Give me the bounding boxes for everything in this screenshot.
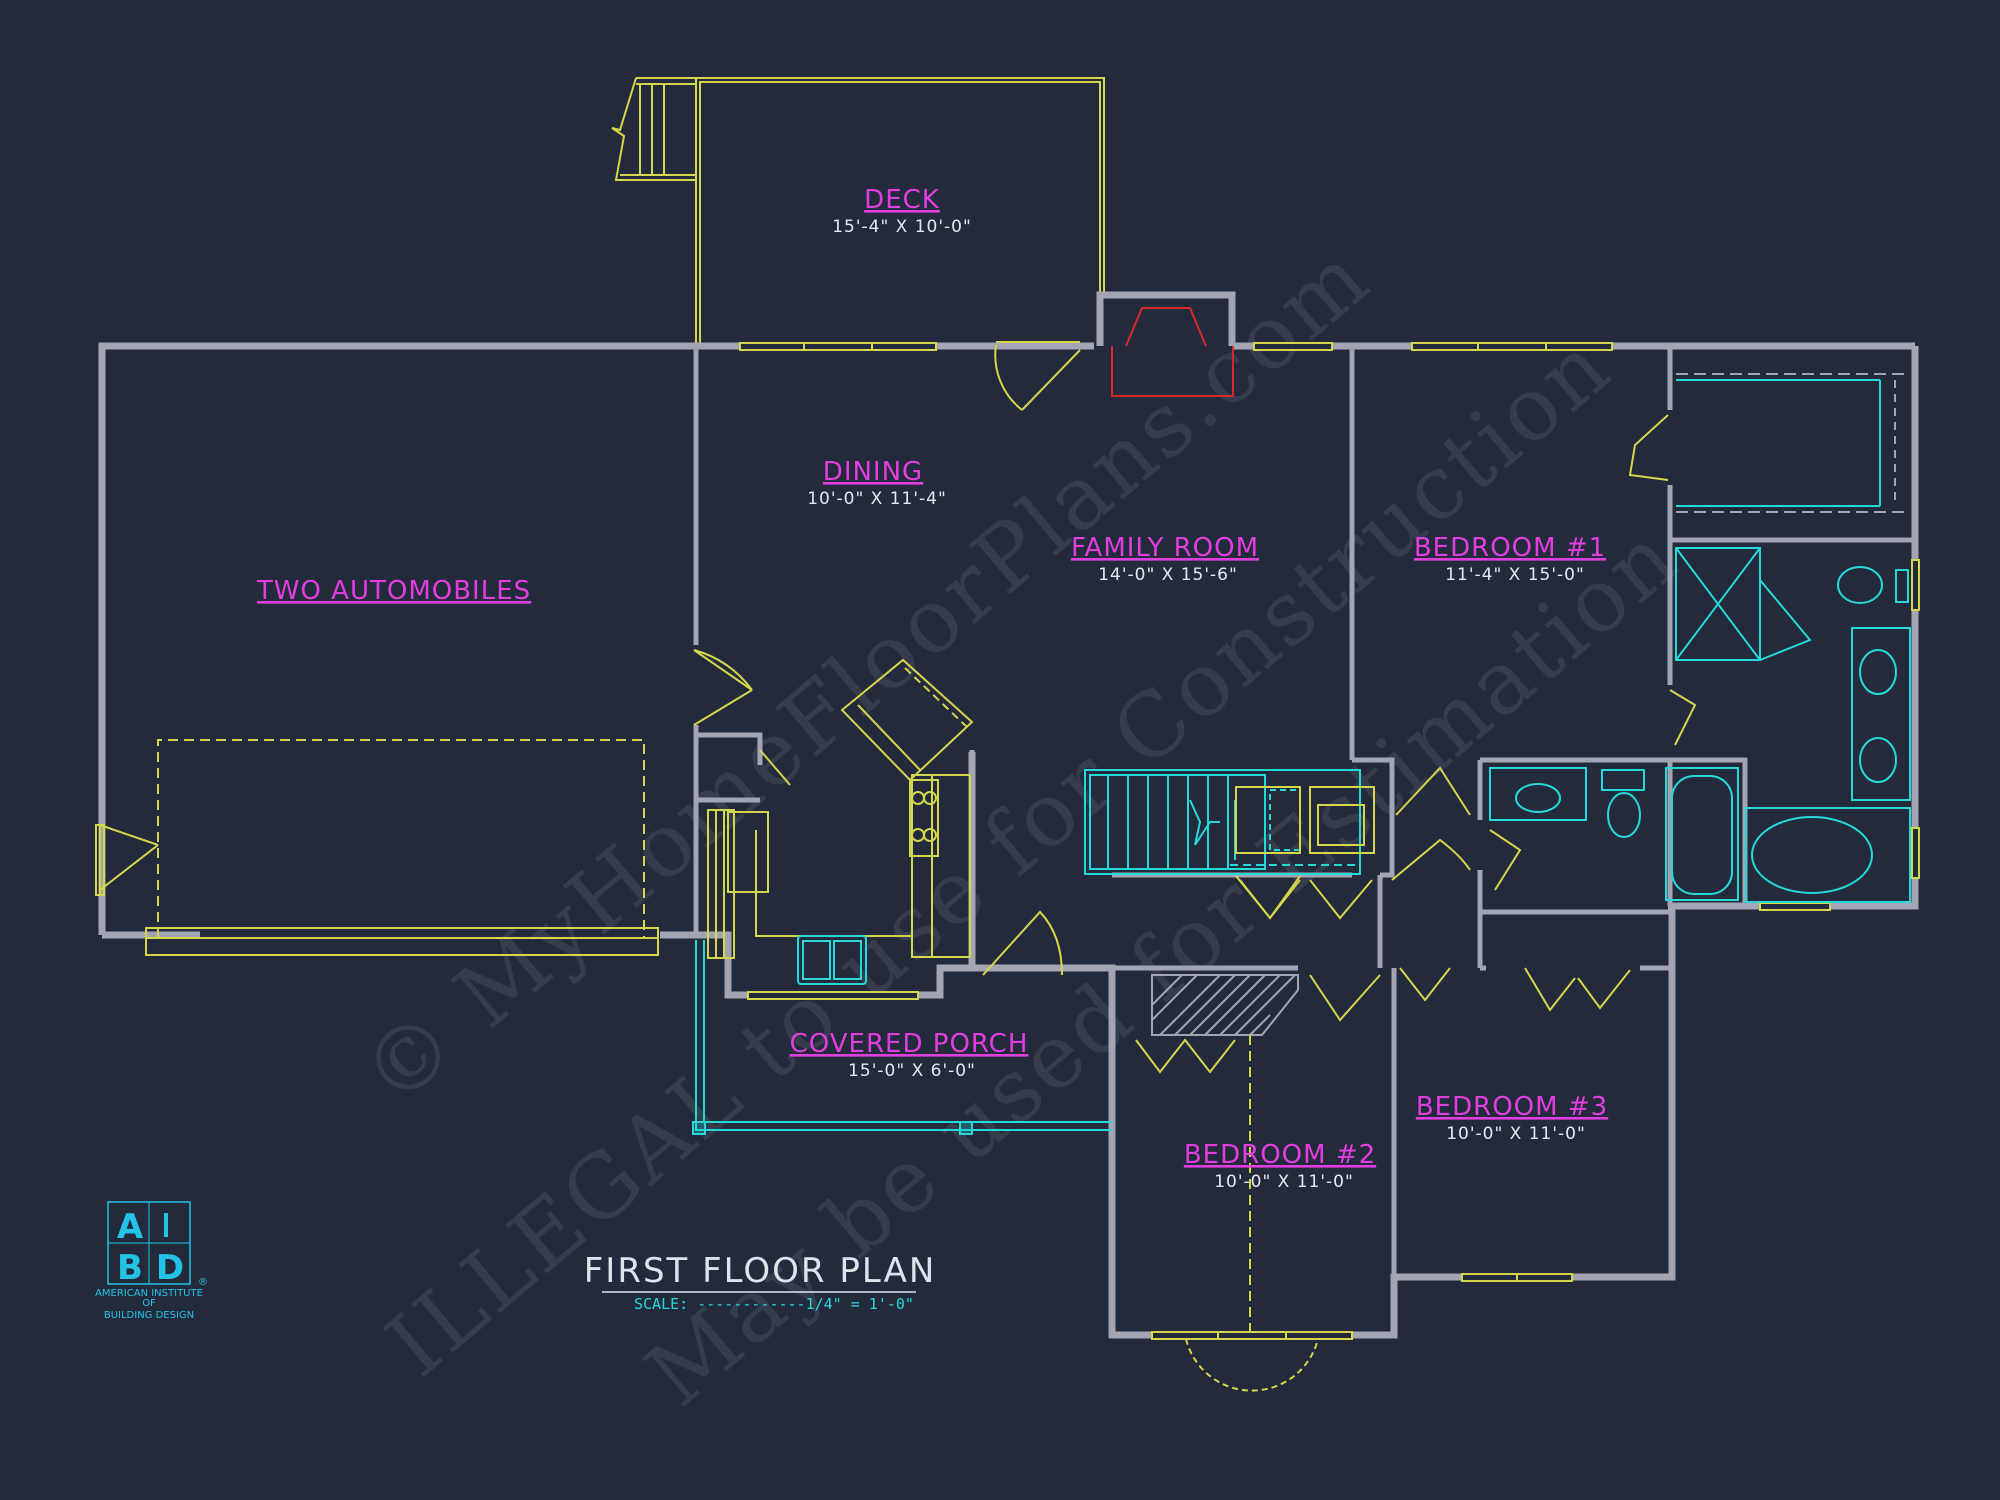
watermark: © MyHomeFloorPlans.com ILLEGAL to use fo… (342, 225, 1697, 1426)
kitchen-sink (797, 935, 867, 985)
doors (95, 341, 1697, 1392)
logo-letter-a: A (117, 1207, 144, 1247)
deck-outline (611, 77, 1105, 346)
room-dims-deck: 15'-4" X 10'-0" (832, 217, 972, 237)
kitchen (707, 658, 974, 959)
room-labels: DECK 15'-4" X 10'-0" DINING 10'-0" X 11'… (256, 185, 1608, 1192)
logo-letter-b: B (117, 1248, 143, 1288)
master-closet (1676, 373, 1905, 513)
room-label-bedroom-1: BEDROOM #1 (1414, 533, 1606, 563)
logo-text-line-3: BUILDING DESIGN (104, 1310, 194, 1321)
fireplace (1111, 307, 1234, 397)
closet-hatch (1151, 974, 1299, 1335)
logo-text-line-1: AMERICAN INSTITUTE (95, 1288, 203, 1299)
room-dims-dining: 10'-0" X 11'-4" (807, 489, 947, 509)
room-label-family-room: FAMILY ROOM (1071, 533, 1259, 563)
master-bath (1675, 547, 1911, 903)
logo-registered-mark: ® (198, 1277, 208, 1288)
room-label-covered-porch: COVERED PORCH (790, 1029, 1029, 1059)
room-label-dining: DINING (823, 457, 923, 487)
plan-title-block: FIRST FLOOR PLAN SCALE: ------------1/4"… (584, 1251, 937, 1313)
laundry (1235, 786, 1375, 920)
plan-title: FIRST FLOOR PLAN (584, 1251, 937, 1291)
porch (692, 940, 1112, 1135)
garage-door (145, 739, 659, 956)
abd-logo: A B D ® AMERICAN INSTITUTE OF BUILDING D… (95, 1201, 208, 1321)
room-label-deck: DECK (864, 185, 940, 215)
hall-bath (1489, 767, 1739, 901)
room-dims-covered-porch: 15'-0" X 6'-0" (848, 1061, 976, 1081)
logo-text-line-2: OF (142, 1298, 156, 1309)
room-dims-bedroom-2: 10'-0" X 11'-0" (1214, 1172, 1354, 1192)
room-label-bedroom-3: BEDROOM #3 (1416, 1092, 1608, 1122)
plan-scale: SCALE: ------------1/4" = 1'-0" (634, 1295, 914, 1313)
room-dims-family-room: 14'-0" X 15'-6" (1098, 565, 1238, 585)
room-dims-bedroom-1: 11'-4" X 15'-0" (1445, 565, 1585, 585)
windows (739, 342, 1920, 1340)
room-label-bedroom-2: BEDROOM #2 (1184, 1140, 1376, 1170)
watermark-line-2: ILLEGAL to use for Construction (367, 313, 1629, 1396)
room-label-garage: TWO AUTOMOBILES (256, 576, 531, 606)
room-dims-bedroom-3: 10'-0" X 11'-0" (1446, 1124, 1586, 1144)
logo-letter-d: D (156, 1248, 184, 1288)
